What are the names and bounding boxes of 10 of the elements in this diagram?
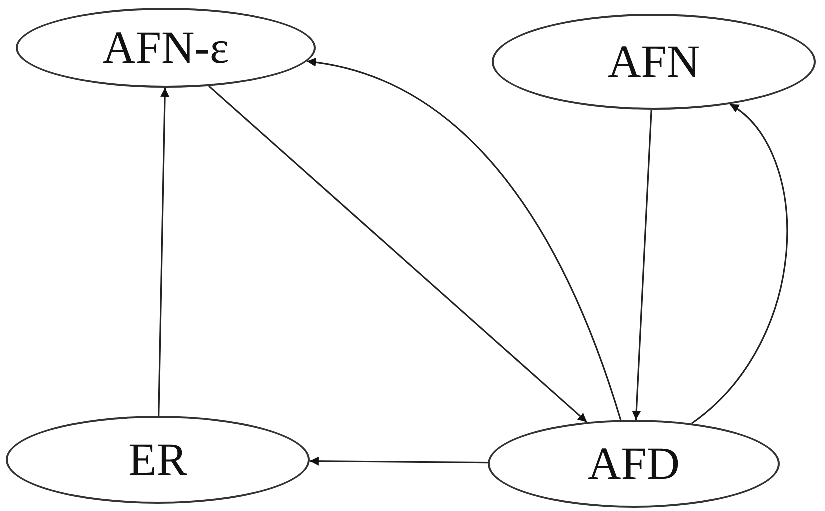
arrow (307, 58, 622, 420)
arrow (691, 104, 788, 424)
node-label: AFN-ε (102, 25, 230, 71)
node-label: ER (128, 437, 188, 483)
node-label: AFN (608, 39, 700, 85)
arrow (310, 456, 488, 466)
arrow (208, 86, 588, 423)
arrow (158, 88, 170, 416)
node-label: AFD (588, 441, 680, 487)
arrow (632, 110, 652, 420)
